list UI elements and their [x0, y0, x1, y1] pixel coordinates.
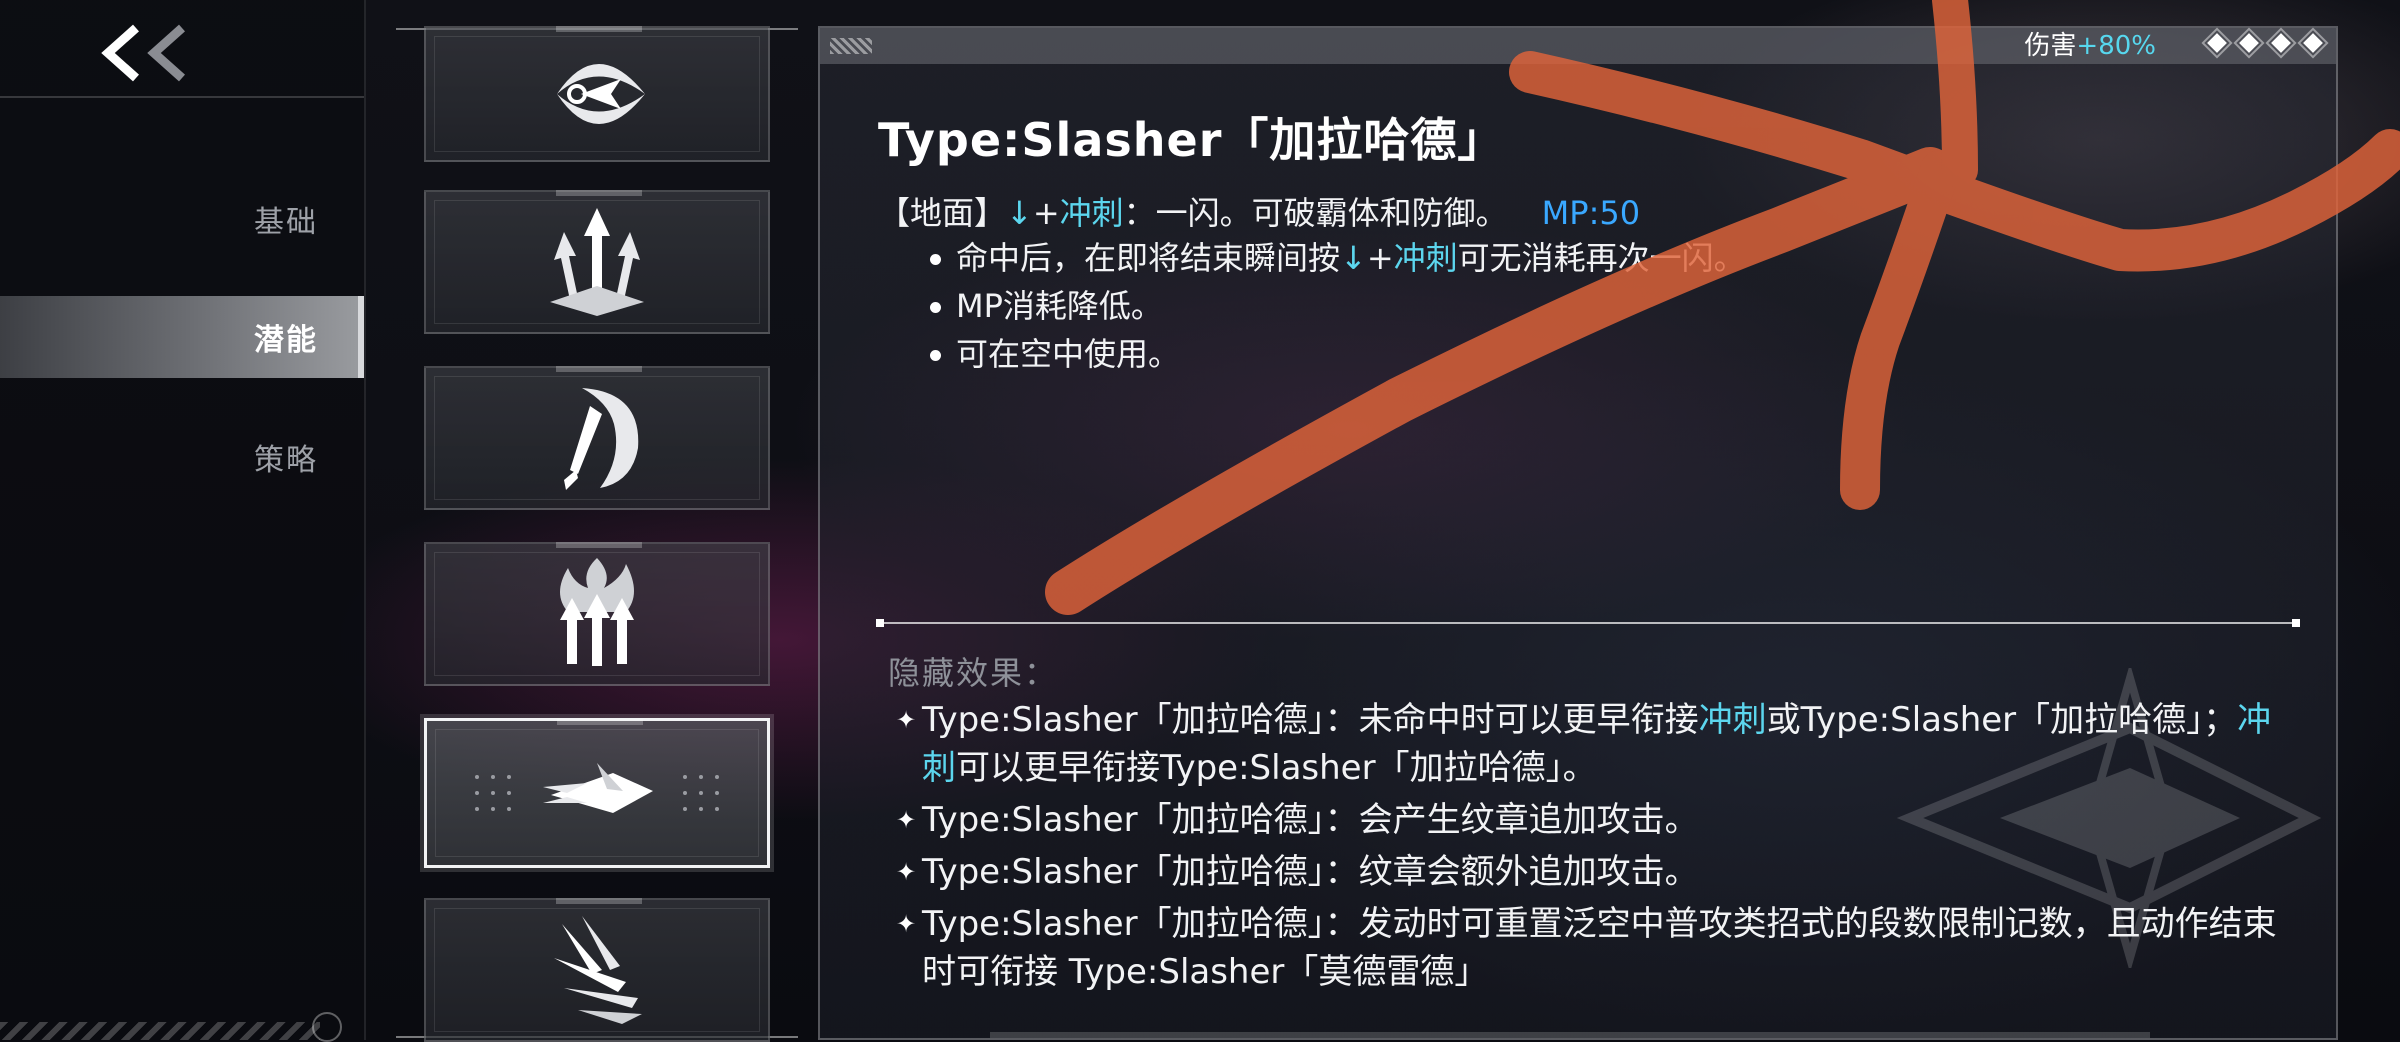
hidden-effects-title: 隐藏效果： [888, 654, 1059, 692]
diamond-icon [2297, 27, 2329, 59]
bullet-item: MP消耗降低。 [930, 282, 1746, 330]
diamond-icon [2201, 27, 2233, 59]
down-arrow: ↓ [1006, 194, 1033, 232]
desc-text: ：一闪。可破霸体和防御。 [1123, 194, 1508, 232]
menu-icon[interactable] [312, 1012, 342, 1042]
nav-item-basic[interactable]: 基础 [0, 178, 364, 260]
left-nav: 基础 潜能 策略 [0, 0, 366, 1042]
shard-spikes-icon [554, 916, 642, 1024]
bullet-item: 可在空中使用。 [930, 330, 1746, 378]
skill-card-3[interactable] [424, 366, 770, 510]
skill-card-2[interactable] [424, 190, 770, 334]
diamond-icon [2233, 27, 2265, 59]
damage-value: +80% [2076, 31, 2156, 61]
plus-sign: + [1032, 194, 1060, 232]
skill-card-1[interactable] [424, 26, 770, 162]
hidden-effect-item: Type:Slasher「加拉哈德」：会产生纹章追加攻击。 [896, 796, 2286, 844]
mp-cost: MP:50 [1541, 194, 1641, 232]
effect-text: 或Type:Slasher「加拉哈德」； [1766, 700, 2238, 740]
hidden-effect-item: Type:Slasher「加拉哈德」：发动时可重置泛空中普攻类招式的段数限制记数… [896, 900, 2286, 996]
effect-text: 可以更早衔接Type:Slasher「加拉哈德」。 [956, 748, 1597, 788]
blade-helmet-icon [564, 388, 639, 490]
skill-title: Type:Slasher「加拉哈德」 [878, 113, 1505, 167]
dash-keyword: 冲刺 [1393, 239, 1458, 277]
crescent-slash-icon [557, 64, 645, 124]
skill-card-5[interactable] [424, 718, 770, 868]
nav-item-potential[interactable]: 潜能 [0, 296, 364, 378]
dash-blade-icon [475, 763, 719, 813]
plus-sign: + [1366, 239, 1394, 277]
hidden-effect-item: Type:Slasher「加拉哈德」：纹章会额外追加攻击。 [896, 848, 2286, 896]
damage-bonus: 伤害+80% [2024, 30, 2156, 62]
dash-keyword: 冲刺 [1698, 700, 1767, 740]
diamond-icon [2265, 27, 2297, 59]
nav-item-strategy[interactable]: 策略 [0, 416, 364, 498]
nav-item-label: 基础 [254, 205, 318, 240]
scroll-indicator[interactable] [990, 1032, 2150, 1038]
bullet-text: 可无消耗再次一闪。 [1457, 239, 1746, 277]
dash-keyword: 冲刺 [1059, 194, 1124, 232]
back-button[interactable] [96, 18, 196, 88]
skill-card-4[interactable] [424, 542, 770, 686]
damage-label: 伤害 [2024, 31, 2077, 61]
nav-divider [0, 96, 364, 98]
skill-detail-panel: 伤害+80% Type:Slasher「加拉哈德」 【地面】↓+冲刺：一闪。可破… [818, 26, 2338, 1040]
effect-text: Type:Slasher「加拉哈德」：未命中时可以更早衔接 [922, 700, 1699, 740]
desc-prefix: 【地面】 [878, 194, 1007, 232]
decor-dots [830, 38, 872, 54]
double-chevron-left-icon [101, 24, 185, 82]
skill-card-6[interactable] [424, 898, 770, 1042]
triple-arrow-icon [550, 208, 644, 316]
hidden-effects-list[interactable]: Type:Slasher「加拉哈德」：未命中时可以更早衔接冲刺或Type:Sla… [896, 696, 2286, 996]
rank-diamonds [2201, 27, 2329, 59]
dash-keyword: 冲刺 [922, 700, 2272, 788]
nav-item-label: 策略 [254, 443, 318, 478]
panel-header-bar: 伤害+80% [820, 27, 2336, 64]
skill-list [396, 26, 798, 1042]
down-arrow: ↓ [1340, 239, 1367, 277]
flame-arrows-icon [560, 558, 634, 666]
hidden-effect-item: Type:Slasher「加拉哈德」：未命中时可以更早衔接冲刺或Type:Sla… [896, 696, 2286, 792]
effect-bullets: 命中后，在即将结束瞬间按↓+冲刺可无消耗再次一闪。 MP消耗降低。 可在空中使用… [930, 234, 1746, 378]
bullet-text: 命中后，在即将结束瞬间按 [956, 239, 1341, 277]
skill-description: 【地面】↓+冲刺：一闪。可破霸体和防御。 MP:50 [878, 188, 1640, 234]
decor-stripes [0, 1022, 320, 1040]
bullet-item: 命中后，在即将结束瞬间按↓+冲刺可无消耗再次一闪。 [930, 234, 1746, 282]
nav-item-label: 潜能 [254, 323, 318, 358]
section-divider [876, 619, 2300, 627]
